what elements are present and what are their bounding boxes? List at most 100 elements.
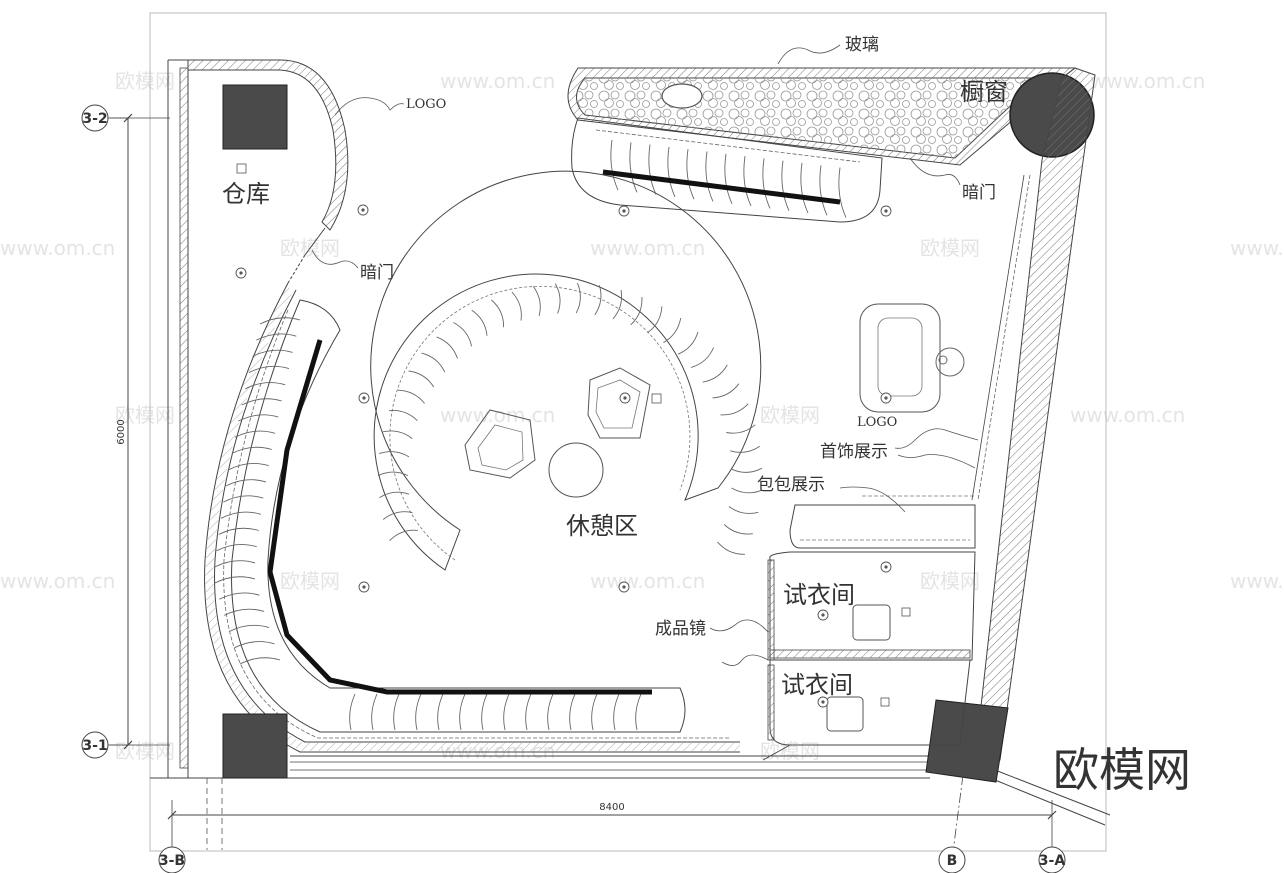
column-top-left (222, 84, 288, 150)
grid-axis-3-1: 3-1 (81, 731, 128, 759)
seat-divider (389, 529, 418, 542)
seat-divider (389, 409, 418, 422)
seat-divider (647, 306, 663, 334)
label-logo-top: LOGO (406, 97, 446, 112)
watermark-small: 欧模网 (760, 739, 820, 763)
watermark-small: 欧模网 (115, 69, 175, 93)
hanger-line (225, 479, 267, 487)
hanger-line (591, 693, 598, 731)
watermark-url: www.om.cn (1230, 569, 1284, 593)
watermark-small: 欧模网 (760, 403, 820, 427)
hanger-line (241, 398, 282, 406)
fitting-rooms (762, 551, 976, 761)
seat-divider (730, 445, 761, 453)
label-fitting-room-1: 试衣间 (783, 581, 855, 609)
seat-divider (690, 347, 715, 368)
seat-divider (575, 282, 581, 314)
hanger-line (629, 142, 638, 193)
seat-divider (421, 352, 446, 373)
warehouse-wall (187, 59, 349, 284)
hanger-group-top (610, 139, 847, 218)
label-warehouse: 仓库 (222, 180, 270, 208)
marker (651, 393, 662, 404)
hanger-line (214, 560, 256, 568)
hanger-line (610, 139, 619, 191)
hanger-line (228, 463, 269, 471)
drawing-frame (149, 12, 1107, 852)
stool-2 (826, 696, 864, 732)
ceiling-light-dot (622, 209, 626, 213)
hanger-line (259, 317, 301, 325)
label-lounge: 休憩区 (566, 512, 638, 540)
hanger-line (525, 693, 532, 731)
watermark-small: 欧模网 (920, 236, 980, 260)
seat-divider (712, 383, 740, 399)
seat-divider (491, 299, 505, 328)
seat-divider (702, 364, 728, 383)
hanger-line (218, 527, 259, 535)
label-finished-mirror: 成品镜 (655, 619, 706, 639)
hanger-line (437, 693, 444, 731)
leader-lines (311, 44, 979, 666)
seat-divider (594, 285, 602, 316)
hanger-line (547, 693, 554, 731)
hanger-line (216, 544, 257, 552)
seat-divider (382, 511, 413, 520)
hanger-line (635, 693, 642, 731)
hanger-line (724, 153, 733, 204)
ceiling-light-dot (821, 700, 825, 704)
hanger-line (819, 165, 828, 216)
hanger-line (705, 151, 714, 202)
seat-divider (663, 318, 682, 343)
seat-divider (436, 336, 458, 359)
seat-divider (723, 524, 753, 535)
label-logo-right: LOGO (857, 415, 897, 430)
watermark-url: www.om.cn (1070, 403, 1185, 427)
watermark-url: www.om.cn (440, 403, 555, 427)
hanger-line (371, 693, 378, 731)
grid-label: 3-1 (82, 738, 107, 754)
ceiling-light-dot (622, 585, 626, 589)
hanger-line (781, 160, 790, 211)
hanging-rail-top (602, 169, 841, 205)
seat-divider (408, 370, 435, 388)
seat-group (377, 282, 763, 555)
label-jewelry-display: 首饰展示 (820, 442, 888, 462)
seat-divider (612, 289, 622, 320)
watermark-url: www.om.cn (0, 236, 115, 260)
seat-divider (720, 403, 749, 416)
hanger-line (393, 693, 400, 731)
shop-window (567, 67, 1095, 166)
column-bottom-right (925, 699, 1009, 783)
armchair-right (587, 367, 651, 439)
ceiling-lights (235, 204, 892, 708)
bag-display-counter (789, 495, 976, 549)
seat-divider (717, 541, 745, 555)
hanger-line (234, 430, 276, 438)
watermark-small: 欧模网 (920, 569, 980, 593)
storefront-threshold (150, 755, 1111, 850)
brand-watermark: 欧模网 (1053, 743, 1191, 797)
hanger-line (245, 382, 286, 390)
seat-divider (726, 424, 756, 434)
ceiling-light-dot (361, 208, 365, 212)
seat-divider (630, 296, 643, 326)
label-glass: 玻璃 (845, 35, 879, 55)
hanger-line (234, 641, 275, 649)
hanger-line (220, 511, 262, 519)
watermark-url: www.om.cn (440, 69, 555, 93)
hanger-line (459, 693, 466, 731)
hanger-line (238, 414, 279, 422)
ceiling-light-dot (362, 396, 366, 400)
hanger-line (252, 349, 293, 357)
grid-label: 3-2 (82, 111, 107, 127)
curved-wall (204, 282, 740, 753)
seat-divider (511, 291, 522, 321)
hanger-line (214, 576, 256, 584)
stool-1 (852, 604, 891, 641)
dimension-width: 8400 (599, 802, 624, 813)
hanger-line (256, 333, 297, 341)
watermark-small: 欧模网 (280, 569, 340, 593)
hanger-line (569, 693, 576, 731)
